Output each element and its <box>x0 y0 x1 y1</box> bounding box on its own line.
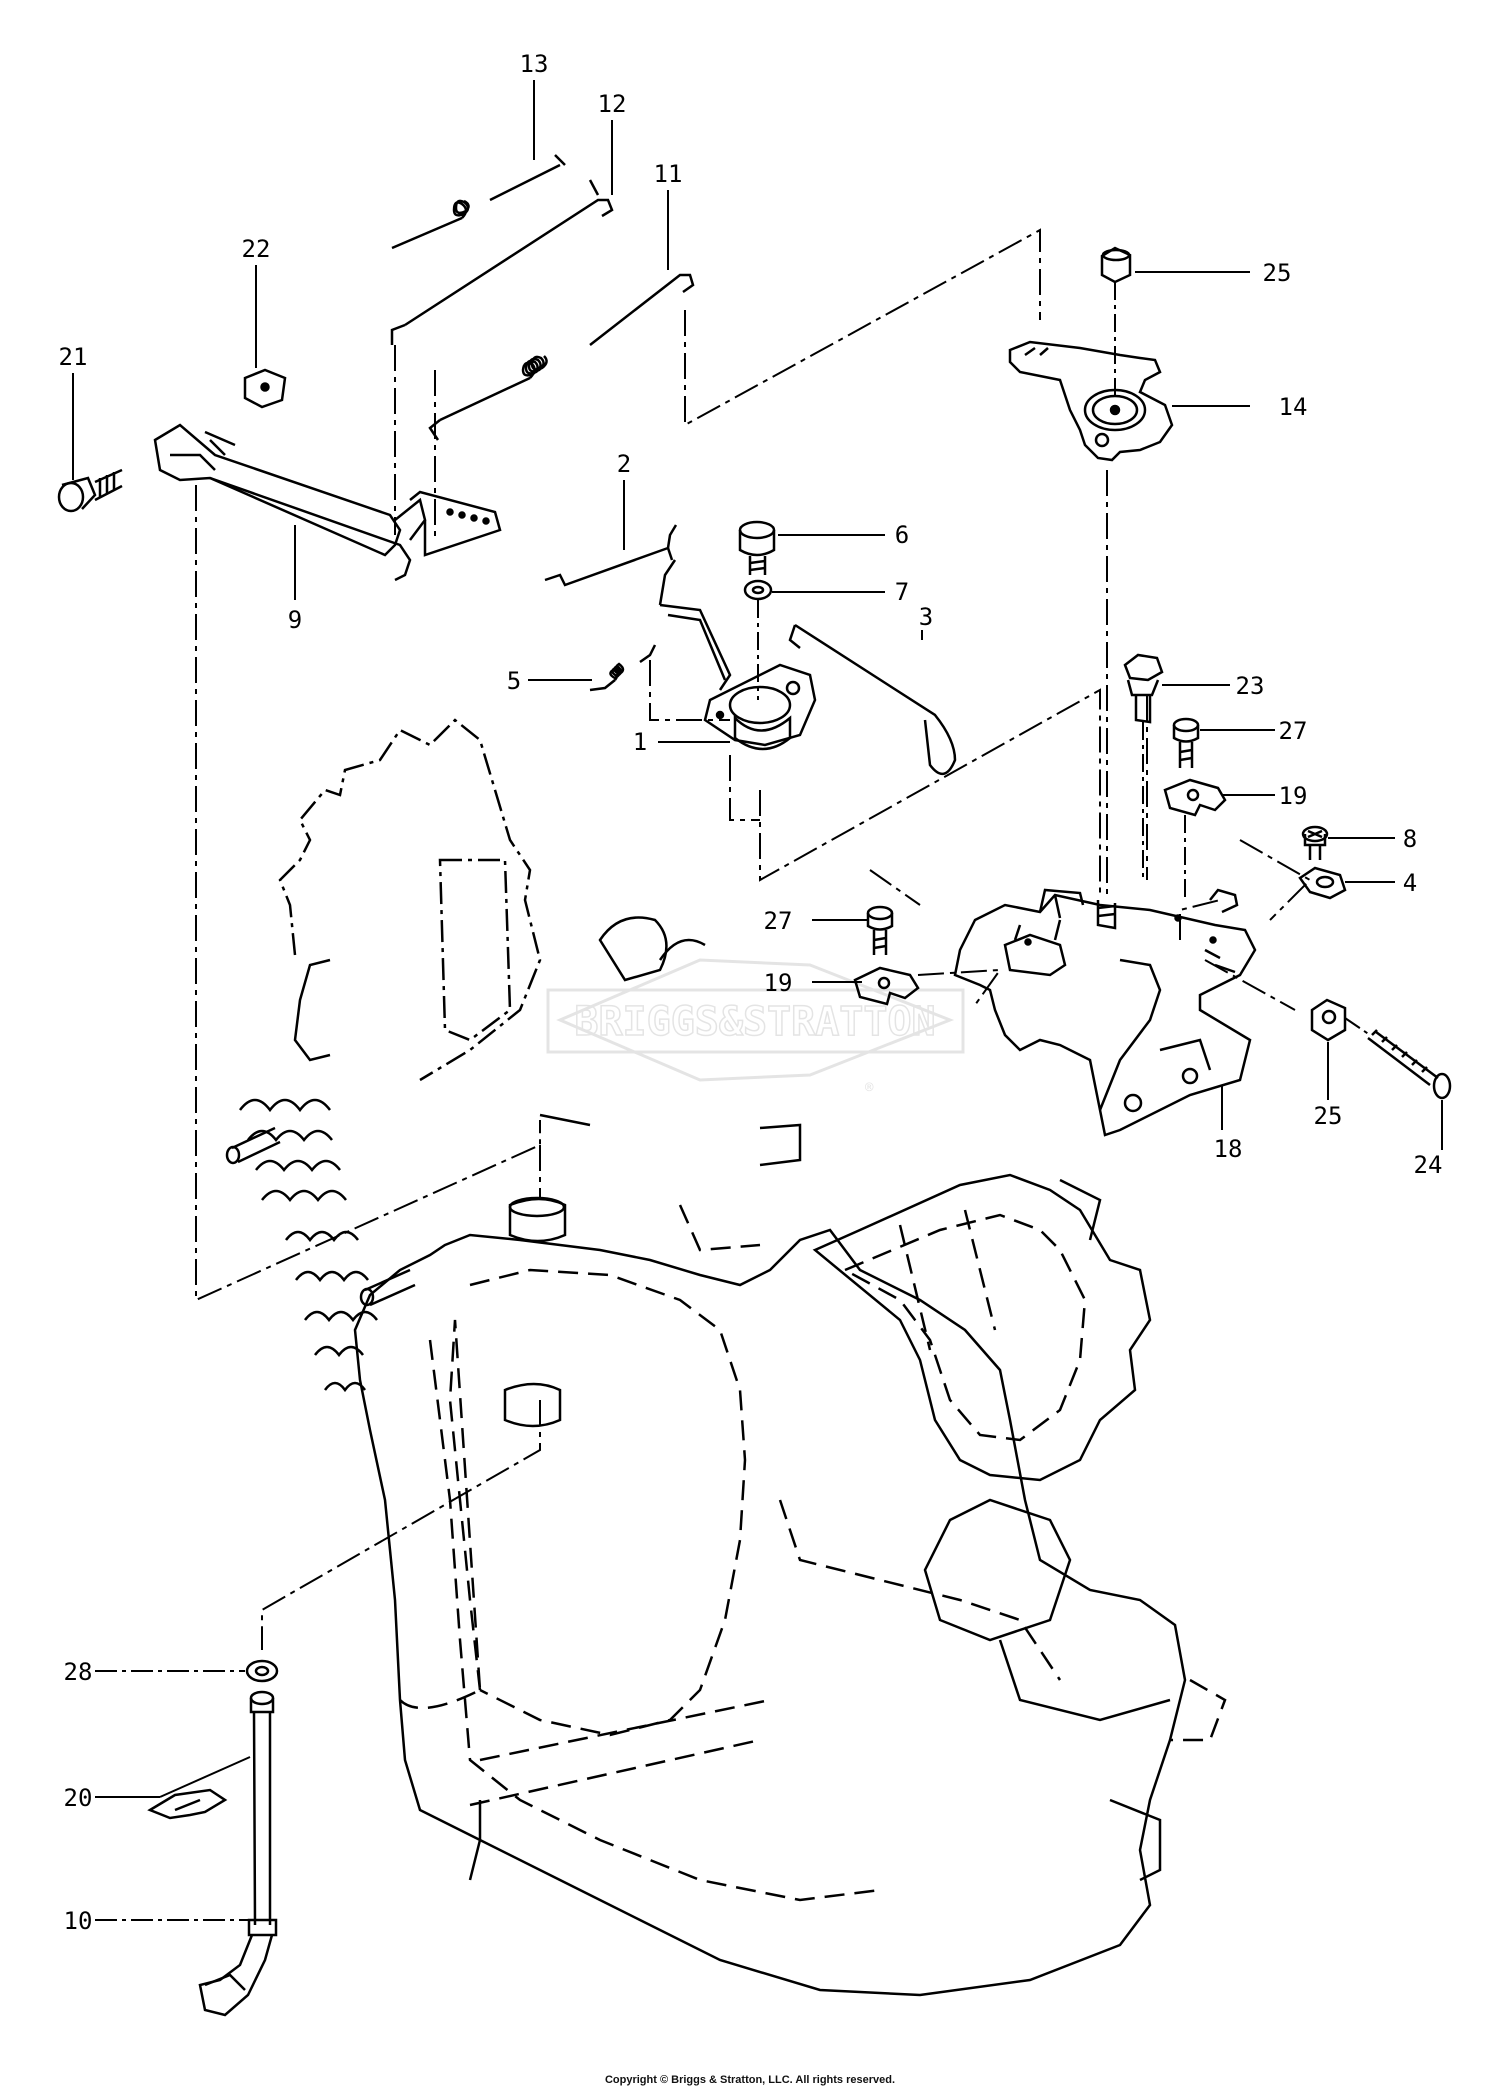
callout-5[interactable]: 5 <box>507 667 521 695</box>
clip-19-top[interactable] <box>1163 778 1227 900</box>
cable-clamp-4[interactable] <box>1298 866 1347 900</box>
copyright-notice: Copyright © Briggs & Stratton, LLC. All … <box>604 2074 896 2086</box>
callout-14[interactable]: 14 <box>1279 393 1308 421</box>
callout-25-lower[interactable]: 25 <box>1314 1102 1343 1130</box>
throttle-rod-3[interactable] <box>788 623 957 775</box>
callout-13[interactable]: 13 <box>520 50 549 78</box>
watermark-text: BRIGGS&STRATTON <box>574 999 935 1045</box>
washer-28[interactable] <box>245 1659 279 1683</box>
callout-25-top[interactable]: 25 <box>1263 259 1292 287</box>
bolt-27-left[interactable] <box>866 905 894 955</box>
clip-19-left[interactable] <box>853 966 920 1006</box>
governor-bracket[interactable] <box>153 423 502 582</box>
governor-shaft-10[interactable] <box>198 1690 278 2017</box>
rod-spring-11[interactable] <box>428 273 695 441</box>
watermark-registered: ® <box>865 1080 874 1096</box>
callout-1[interactable]: 1 <box>633 728 647 756</box>
nut-25-lower[interactable] <box>1310 998 1347 1042</box>
square-nut-22[interactable] <box>243 368 287 409</box>
control-bracket-18[interactable] <box>953 888 1257 1137</box>
screw-8[interactable] <box>1301 825 1329 860</box>
washer-7[interactable] <box>743 579 773 700</box>
brand-watermark: BRIGGS&STRATTON ® <box>546 958 965 1096</box>
spring-wire-2[interactable] <box>544 524 678 587</box>
callout-4[interactable]: 4 <box>1403 869 1417 897</box>
callout-19-left[interactable]: 19 <box>764 969 793 997</box>
callout-27-left[interactable]: 27 <box>764 907 793 935</box>
callout-3[interactable]: 3 <box>919 603 933 631</box>
bolt-27-top[interactable] <box>1172 717 1200 768</box>
callout-2[interactable]: 2 <box>617 450 631 478</box>
callout-18[interactable]: 18 <box>1214 1135 1243 1163</box>
governor-paddle-20[interactable] <box>147 1788 228 1820</box>
callout-labels: 13 12 11 22 21 9 2 6 7 3 5 1 25 14 23 27… <box>59 50 1443 1935</box>
governor-lever-1[interactable] <box>658 559 817 751</box>
callout-20[interactable]: 20 <box>64 1784 93 1812</box>
callout-8[interactable]: 8 <box>1403 825 1417 853</box>
screw-24[interactable] <box>1344 1017 1452 1100</box>
callout-28[interactable]: 28 <box>64 1658 93 1686</box>
governor-rod-12[interactable] <box>390 179 614 345</box>
callout-23[interactable]: 23 <box>1236 672 1265 700</box>
spring-5[interactable] <box>589 644 657 692</box>
engine-block <box>225 718 1227 1997</box>
callout-6[interactable]: 6 <box>895 521 909 549</box>
callout-9[interactable]: 9 <box>288 606 302 634</box>
throttle-bracket-14[interactable] <box>1008 282 1174 462</box>
callout-21[interactable]: 21 <box>59 343 88 371</box>
callout-11[interactable]: 11 <box>654 160 683 188</box>
callout-10[interactable]: 10 <box>64 1907 93 1935</box>
callout-24[interactable]: 24 <box>1414 1151 1443 1179</box>
bolt-21[interactable] <box>57 468 123 513</box>
nut-25-top[interactable] <box>1100 246 1132 284</box>
bolt-23[interactable] <box>1123 653 1164 880</box>
callout-12[interactable]: 12 <box>598 90 627 118</box>
callout-27-top[interactable]: 27 <box>1279 717 1308 745</box>
leader-lines <box>72 80 1443 1921</box>
bolt-6[interactable] <box>738 520 776 575</box>
callout-7[interactable]: 7 <box>895 578 909 606</box>
callout-19-top[interactable]: 19 <box>1279 782 1308 810</box>
explosion-lines <box>195 228 1312 1650</box>
spring-13[interactable] <box>391 154 566 250</box>
callout-22[interactable]: 22 <box>242 235 271 263</box>
